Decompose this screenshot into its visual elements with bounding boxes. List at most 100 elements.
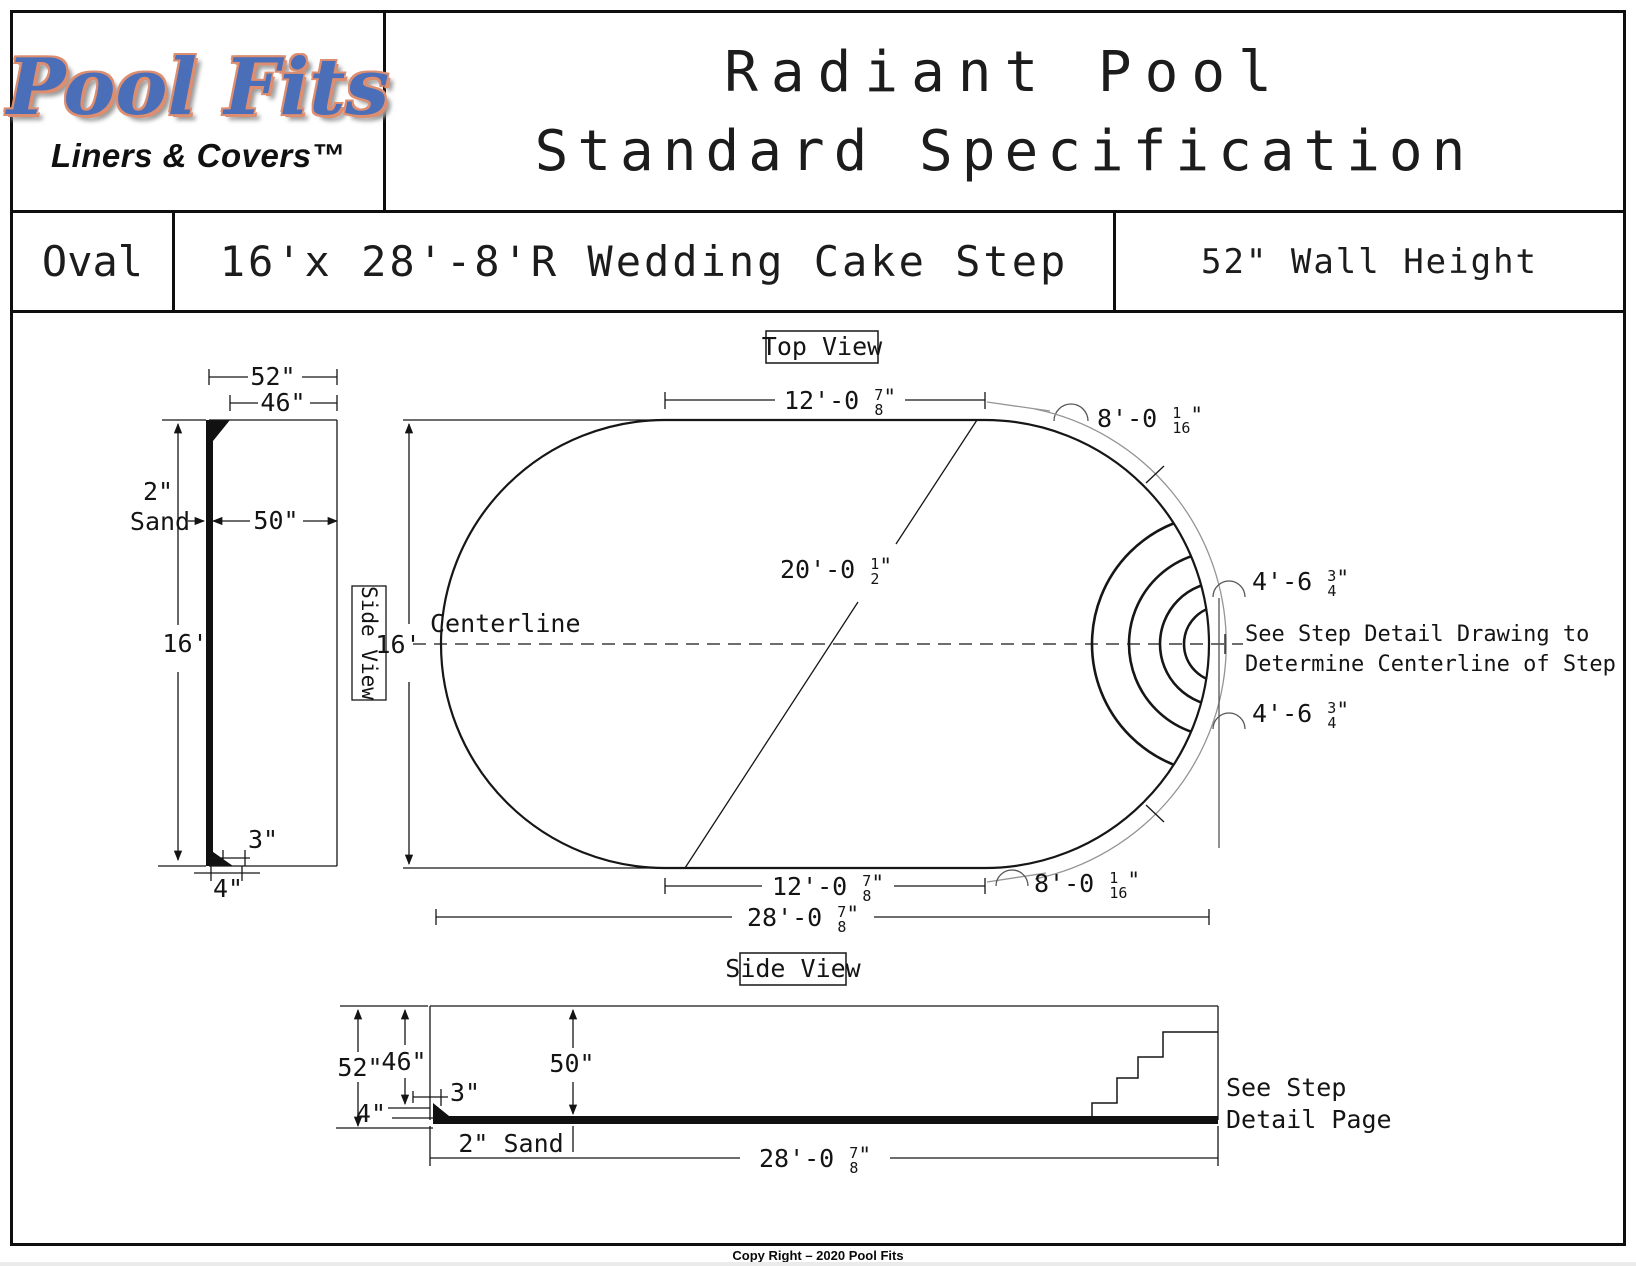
sv-note-line2: Detail Page [1226,1105,1392,1134]
divider-row1 [13,210,1623,213]
dim-unit: " [883,385,896,409]
dim-top-straight-line [664,392,986,409]
dim-unit: " [1190,403,1203,427]
side-view-outline [429,1005,1219,1120]
page-border [10,10,1626,1246]
divider-logo [383,13,386,210]
divider-wall [1113,213,1116,310]
centerline-label: Centerline [430,609,581,638]
dim-feet: 4'-6 [1252,699,1312,728]
dim-16ft-label: 16' [162,629,207,658]
wall-foot-wedge [206,847,233,866]
diagonal-dimension-line [684,419,978,869]
radius-dimension-arc [1034,408,1227,880]
dim-unit: " [1127,868,1140,892]
dim-3-label: 3" [248,825,278,854]
side-view-drawing: Side View 52" 46" 4" 3" 50" 2" Sand 28'-… [336,952,1392,1177]
step-arc-glyph-bottom [1212,712,1246,730]
wall-section-drawing: 52" 46" 2" Sand 50" 16' 3" 4" Side View [130,362,387,903]
pool-outline [439,418,1211,870]
dim-52-line [208,369,338,385]
step-note-line2: Determine Centerline of Step [1245,652,1616,677]
brand-tagline: Liners & Covers™ [50,136,346,174]
dim-den: 16 [1172,419,1190,437]
sv-note-line1: See Step [1226,1073,1346,1102]
dim-den: 16 [1109,884,1127,902]
dim-50-label: 50" [253,506,298,535]
dim-unit: " [1336,698,1349,722]
sv-extension-lines [336,1005,433,1129]
top-view-label-box [765,330,879,364]
floor-bar [433,1116,1218,1124]
dim-feet: 8'-0 [1034,869,1094,898]
bottom-edge-strip [0,1262,1636,1266]
dim-num: 1 [1172,404,1181,422]
dim-num: 7 [837,903,846,921]
dim-num: 7 [862,872,871,890]
side-view-vertical-label: Side View [357,586,381,700]
dim-width-label: 16' [375,630,420,659]
section-outline [209,419,338,867]
dim-unit: " [858,1143,871,1167]
dim-overall-line [435,909,1210,925]
top-view-label: Top View [762,332,883,361]
dim-46-label: 46" [260,388,305,417]
sand-depth-label: 2" [143,477,173,506]
side-view-label-box [351,585,387,701]
dim-sv3-label: 3" [450,1078,480,1107]
width-extension-lines [403,419,665,869]
dim-sv50-label: 50" [549,1049,594,1078]
dim-4-line [194,866,260,881]
dim-unit: " [846,902,859,926]
dim-feet: 12'-0 [784,386,859,415]
sand-layer-label: 2" Sand [458,1129,563,1158]
dim-feet: 12'-0 [772,872,847,901]
dim-den: 8 [849,1159,858,1177]
dim-bottom-straight-line [664,878,986,894]
dim-den: 8 [837,918,846,936]
dim-unit: " [1336,566,1349,590]
spec-model-cell: 16'x 28'-8'R Wedding Cake Step [219,237,1069,286]
wall-top-wedge [213,420,230,441]
spec-wall-height-cell: 52" Wall Height [1200,241,1539,282]
dim-4-label: 4" [213,874,243,903]
dim-num: 7 [874,386,883,404]
dim-52-label: 52" [250,362,295,391]
page-title: Radiant Pool Standard Specification [386,13,1623,210]
dim-unit: " [871,871,884,895]
dim-den: 8 [874,401,883,419]
dim-feet: 20'-0 [780,555,855,584]
step-arc-4 [1182,604,1209,684]
dim-num: 3 [1327,567,1336,585]
dim-num: 7 [849,1144,858,1162]
divider-shape [172,213,175,310]
sand-label: Sand [130,507,190,536]
brand-wordmark: Pool Fits [6,41,390,133]
dim-den: 4 [1327,582,1336,600]
dim-feet: 28'-0 [759,1144,834,1173]
arc-tick-marks [1145,465,1226,823]
dim-num: 1 [1109,869,1118,887]
title-line1: Radiant Pool [724,39,1285,105]
wall-bar [206,420,213,866]
dim-sv-overall-line [429,1126,1219,1166]
dim-46-line [229,395,338,411]
dim-feet: 28'-0 [747,903,822,932]
step-arc-glyph-top [1212,580,1246,598]
floor-foot-wedge [433,1103,454,1120]
dim-unit: " [879,554,892,578]
dim-sv4-label: 4" [356,1099,386,1128]
dim-den: 8 [862,887,871,905]
side-view-label: Side View [725,954,861,983]
staircase-profile [1091,1031,1218,1116]
dim-num: 1 [870,555,879,573]
